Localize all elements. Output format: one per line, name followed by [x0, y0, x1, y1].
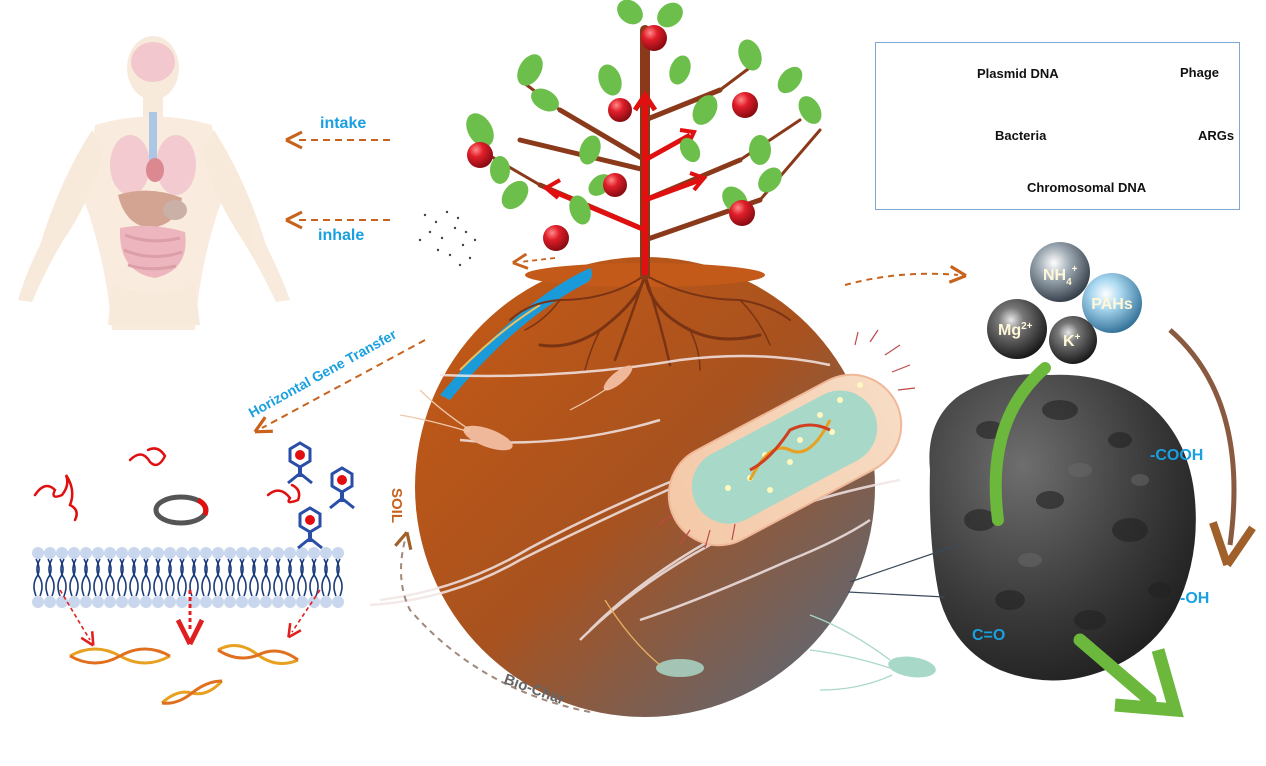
oh-label: -OH: [1180, 590, 1209, 607]
phage-1: [287, 441, 313, 485]
legend-args-label: ARGs: [1198, 128, 1235, 143]
legend-plasmid-label: Plasmid DNA: [977, 66, 1059, 81]
bacterium-near-biochar: [809, 614, 936, 691]
connector-line-lower: [847, 591, 946, 598]
args-helices: [69, 644, 299, 705]
phage-3: [297, 506, 323, 550]
chromosomal-dna-fragments: [33, 447, 301, 522]
co-label: C=O: [972, 627, 1005, 644]
dust-particles: [418, 210, 477, 267]
transfer-arrows: [59, 589, 321, 647]
legend-box: [875, 42, 1240, 210]
ion-nh4: NH4+: [1030, 242, 1090, 302]
soil-to-air-arrow: [512, 252, 556, 270]
ion-pahs: PAHs: [1082, 273, 1142, 333]
plant-roots: [509, 273, 791, 371]
green-output-arrow: [1073, 633, 1184, 718]
arg-helix-1: [69, 647, 171, 665]
brown-cycle-arrow: [1168, 328, 1256, 568]
inhale-label: inhale: [318, 227, 364, 244]
legend-chromosomal-label: Chromosomal DNA: [1027, 180, 1147, 195]
ion-mg: Mg2+: [987, 299, 1047, 359]
legend-phage-label: Phage: [1180, 65, 1220, 80]
arg-helix-2: [217, 644, 299, 666]
phage-2: [329, 466, 355, 510]
apple-tree: [466, 0, 822, 280]
arg-helix-3: [160, 679, 224, 705]
soil-bacteria: [399, 365, 704, 677]
hgt-label: Horizontal Gene Transfer: [246, 326, 400, 421]
large-bacterium: [657, 329, 916, 549]
soil-label: SOIL: [388, 488, 405, 523]
phages-group: [287, 441, 355, 550]
svg-text:PAHs: PAHs: [1091, 296, 1133, 313]
human-body-illustration: [18, 36, 290, 330]
biochar-particle: [929, 374, 1196, 681]
cooh-label: -COOH: [1150, 447, 1203, 464]
cell-membrane: [32, 547, 344, 608]
plasmid-dna: [153, 494, 209, 526]
soil-to-ions-arrow: [844, 264, 967, 286]
connector-line-upper: [849, 544, 959, 583]
svg-text:K+: K+: [1063, 332, 1081, 350]
green-sorption-arrow: [989, 362, 1051, 526]
svg-text:NH4+: NH4+: [1043, 264, 1078, 288]
hgt-arrow: [253, 339, 426, 434]
ion-k: K+: [1049, 316, 1097, 364]
intake-label: intake: [320, 115, 366, 132]
svg-text:Mg2+: Mg2+: [998, 321, 1033, 339]
legend-bacteria-label: Bacteria: [995, 128, 1047, 143]
